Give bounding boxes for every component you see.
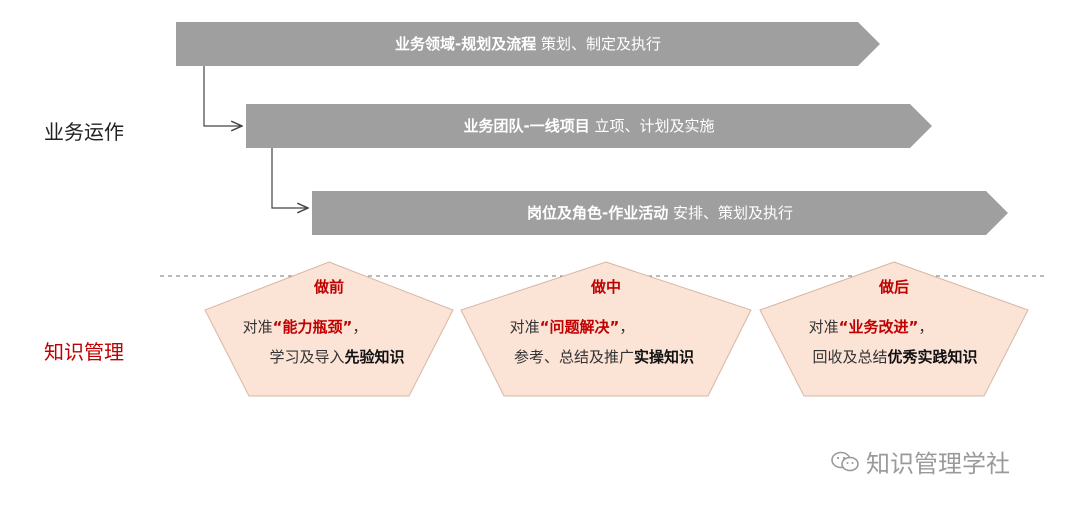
banner-role: 岗位及角色-作业活动 安排、策划及执行	[312, 191, 1008, 235]
banner-domain-title: 业务领域-规划及流程	[394, 35, 537, 53]
phase-after-line1: 对准“业务改进”，	[808, 318, 934, 336]
knowledge-management-label: 知识管理	[44, 340, 124, 364]
banner-team-desc: 立项、计划及实施	[594, 117, 715, 135]
watermark: 知识管理学社	[830, 444, 1010, 479]
phase-during-title: 做中	[590, 278, 621, 296]
banner-team-title: 业务团队-一线项目	[463, 117, 590, 135]
watermark-text: 知识管理学社	[866, 450, 1010, 478]
banner-domain-desc: 策划、制定及执行	[541, 35, 662, 53]
banner-role-title: 岗位及角色-作业活动	[526, 204, 669, 222]
phase-during-line2: 参考、总结及推广实操知识	[513, 348, 695, 366]
phase-before-line2: 学习及导入先验知识	[269, 348, 405, 366]
banner-role-desc: 安排、策划及执行	[673, 204, 794, 222]
banner-domain: 业务领域-规划及流程 策划、制定及执行	[176, 22, 880, 66]
operations-label: 业务运作	[44, 120, 124, 144]
banner-team: 业务团队-一线项目 立项、计划及实施	[246, 104, 932, 148]
phase-before-title: 做前	[313, 278, 344, 296]
phase-before-line1: 对准“能力瓶颈”，	[242, 318, 368, 336]
pentagon-before	[204, 261, 454, 397]
phase-during-line1: 对准“问题解决”，	[509, 318, 635, 336]
pentagon-after	[759, 261, 1029, 397]
phase-after-line2: 回收及总结优秀实践知识	[812, 348, 978, 366]
pentagon-during	[460, 261, 752, 397]
wechat-icon	[831, 451, 859, 471]
phase-after-title: 做后	[878, 278, 909, 296]
connector-arrow-2	[271, 148, 308, 208]
connector-arrow-1	[203, 66, 242, 126]
